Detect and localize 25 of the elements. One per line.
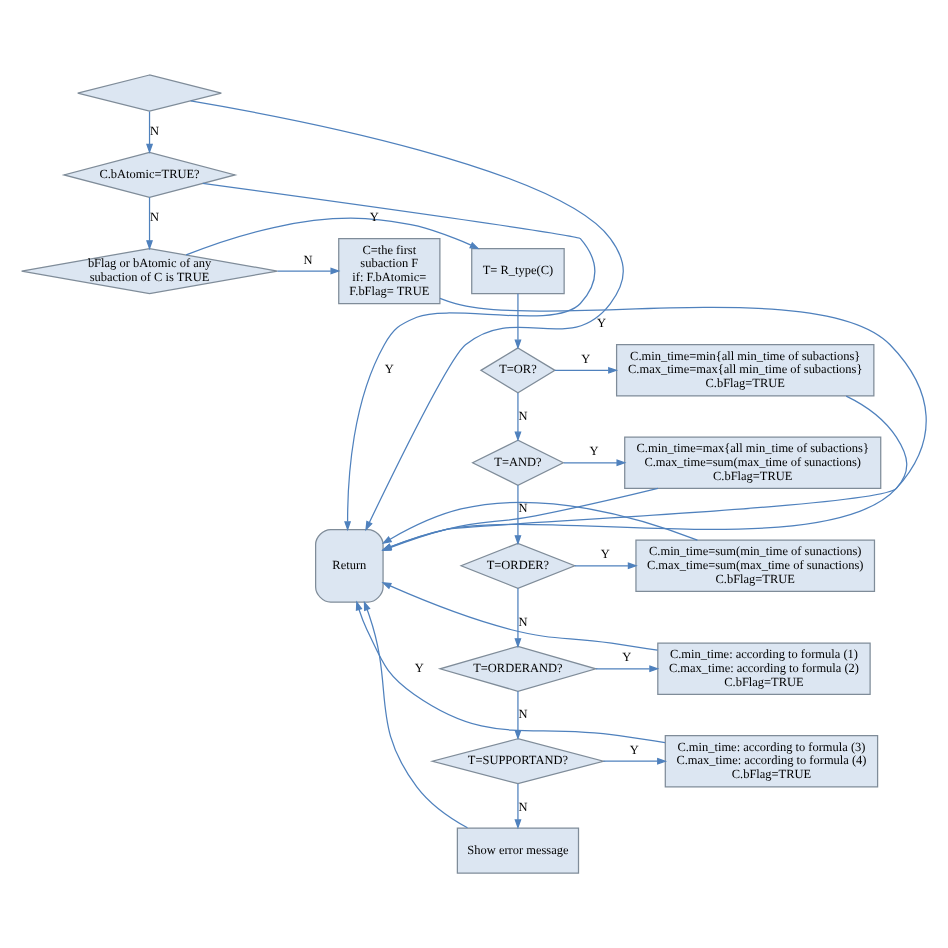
- arrow: [381, 487, 659, 552]
- arrow: [146, 196, 154, 251]
- arrow: [514, 690, 522, 741]
- arrow: [190, 100, 624, 532]
- arrow: [514, 783, 522, 830]
- arrow: [514, 293, 522, 350]
- arrow: [355, 600, 666, 744]
- arrow: [381, 582, 659, 651]
- arrow: [514, 392, 522, 442]
- arrow: [381, 297, 927, 551]
- arrow: [185, 217, 480, 256]
- arrow: [554, 366, 619, 374]
- arrow: [202, 182, 596, 532]
- arrow: [381, 395, 908, 551]
- arrow: [514, 587, 522, 649]
- node-diamond: [77, 74, 222, 112]
- arrow: [276, 267, 341, 275]
- arrow: [602, 757, 668, 765]
- arrow: [595, 665, 660, 673]
- arrow: [146, 110, 154, 154]
- arrow: [514, 484, 522, 546]
- arrow: [363, 600, 469, 829]
- arrow: [574, 562, 638, 570]
- arrow: [381, 501, 699, 545]
- arrow: [563, 459, 627, 467]
